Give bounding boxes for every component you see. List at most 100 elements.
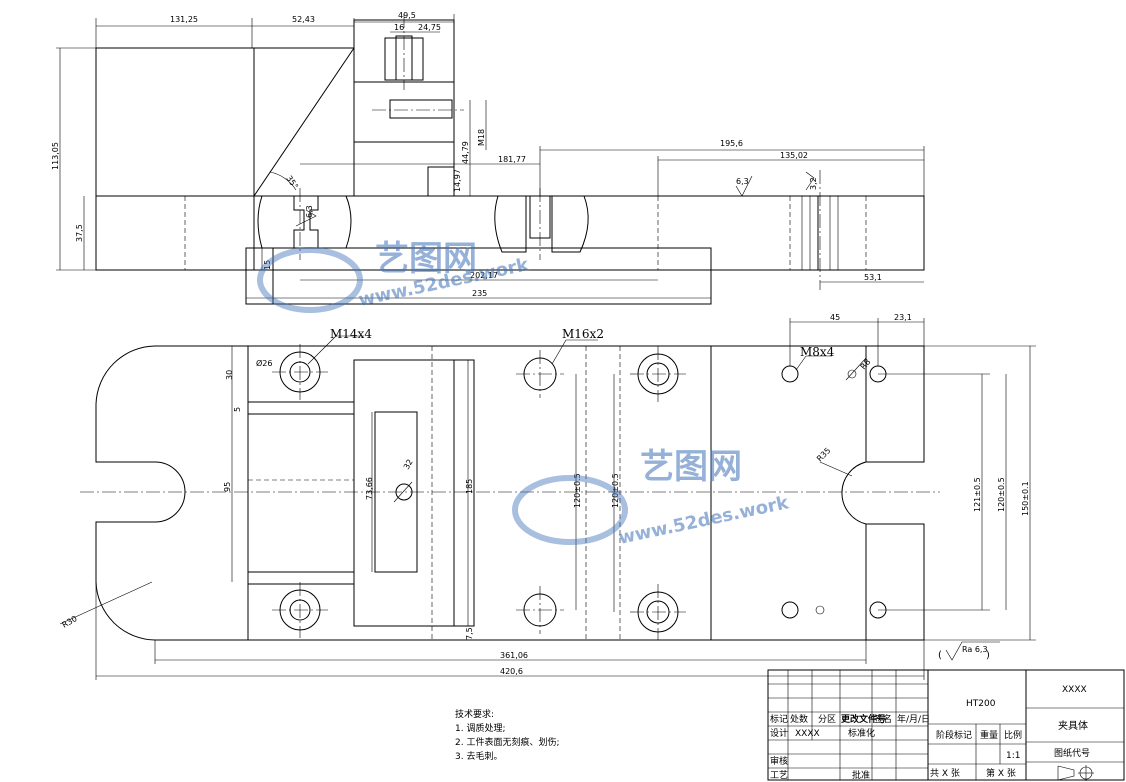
dim-23: 23,1 <box>894 313 912 322</box>
dim-16: 16 <box>394 23 404 32</box>
dim-49: 49,5 <box>398 11 416 20</box>
th-mark: 标记 <box>770 713 788 725</box>
m14-hole <box>272 344 328 400</box>
projection-symbol-icon <box>1057 765 1094 781</box>
front-left-section-b <box>309 195 352 249</box>
tb-scale-value: 1:1 <box>1006 751 1020 761</box>
watermark: 艺图网 www.52des.work <box>512 447 791 549</box>
dim-37: 37,5 <box>75 224 84 242</box>
dim-195: 195,6 <box>720 139 743 148</box>
tb-scale: 比例 <box>1004 729 1022 741</box>
m14-hole <box>272 582 328 638</box>
tech-note-item: 2. 工件表面无刻痕、划伤; <box>455 738 560 748</box>
front-bottom-plate <box>245 247 712 305</box>
front-chamfer-line <box>253 47 355 197</box>
roughness-symbol: 6,3 <box>735 175 753 197</box>
tb-stage: 阶段标记 <box>936 729 972 741</box>
dim-120b: 120±0.5 <box>611 473 620 508</box>
tb-sheets-total: 共 X 张 <box>930 768 960 779</box>
front-view: 131,25 52,43 49,5 16 24,75 113,05 37,5 3… <box>51 11 925 305</box>
tb-weight: 重量 <box>980 729 998 741</box>
th-change-doc: 更改文件号 <box>841 713 886 725</box>
tb-process: 工艺 <box>770 770 788 781</box>
dim-5: 5 <box>233 407 242 412</box>
dim-135: 135,02 <box>780 151 808 160</box>
title-block: 标记 处数 分区 更改文件号 签名 年/月/日 设计 XXXX 标准化 审核 工… <box>767 669 1125 781</box>
technical-notes: 技术要求: 1. 调质处理; 2. 工件表面无刻痕、划伤; 3. 去毛刺。 <box>455 708 559 764</box>
front-mid-section-a <box>494 195 527 253</box>
top-view: M14x4 M16x2 M8x4 Ø26 45 23,1 30 5 95 185… <box>59 313 1036 680</box>
th-zone: 分区 <box>818 714 836 725</box>
dim-24: 24,75 <box>418 23 441 32</box>
general-roughness: ( Ra 6,3 ) <box>938 641 1000 661</box>
dim-120c: 120±0.5 <box>997 477 1006 512</box>
counterbore-hole <box>630 584 686 640</box>
front-tall-block <box>95 47 255 271</box>
tb-company: XXXX <box>1062 685 1087 695</box>
dim-R8: R8 <box>859 357 873 371</box>
top-left-bar <box>247 571 355 585</box>
top-dim-lines <box>95 318 1036 680</box>
dim-26: Ø26 <box>256 358 272 368</box>
m16-hole <box>516 350 564 398</box>
tech-note-item: 3. 去毛刺。 <box>455 752 503 762</box>
dim-53: 53,1 <box>864 273 882 282</box>
tb-designer: XXXX <box>795 729 820 739</box>
roughness-paren-open: ( <box>938 650 942 661</box>
dim-121: 121±0.5 <box>973 477 982 512</box>
tb-review: 审核 <box>770 755 788 767</box>
dim-M18: M18 <box>477 129 486 146</box>
top-leaders <box>59 335 867 625</box>
top-center-boss <box>353 359 475 627</box>
dim-15: 15 <box>263 260 272 270</box>
tech-note-item: 1. 调质处理; <box>455 724 506 734</box>
dim-361: 361,06 <box>500 651 528 660</box>
dim-73: 73,66 <box>365 477 374 500</box>
m8-label: M8x4 <box>800 345 835 359</box>
dim-35deg: 35° <box>284 174 300 191</box>
roughness-value: 6,3 <box>305 205 314 218</box>
counterbore-hole <box>630 346 686 402</box>
roughness-value: 6,3 <box>736 177 749 186</box>
dim-120a: 120±0.5 <box>573 473 582 508</box>
dim-235: 235 <box>472 289 487 298</box>
tb-sheet-no: 第 X 张 <box>986 767 1016 779</box>
dim-44: 44,79 <box>461 141 470 164</box>
front-right-hatch-b <box>829 195 839 271</box>
roughness-paren-close: ) <box>986 650 990 661</box>
dim-202: 202,17 <box>470 271 498 280</box>
dim-150: 150±0.1 <box>1021 481 1030 516</box>
front-left-section-a <box>257 195 305 249</box>
front-boss-slot <box>389 99 453 119</box>
dim-185: 185 <box>465 479 474 494</box>
front-small-step <box>427 166 455 197</box>
dim-14: 14,97 <box>453 169 462 192</box>
th-count: 处数 <box>790 713 808 725</box>
front-dim-lines <box>56 14 925 299</box>
dim-30: 30 <box>225 370 234 380</box>
dim-32: 32 <box>402 458 415 471</box>
watermark-brand: 艺图网 <box>375 239 477 279</box>
dim-95: 95 <box>223 482 232 492</box>
top-left-bar <box>247 401 355 415</box>
th-sign: 签名 <box>874 713 892 725</box>
dim-420: 420,6 <box>500 667 523 676</box>
dim-181: 181,77 <box>498 155 526 164</box>
general-roughness-value: Ra 6,3 <box>962 645 988 654</box>
dim-R35: R35 <box>815 446 833 464</box>
center-pin <box>395 483 413 501</box>
th-date: 年/月/日 <box>897 713 930 725</box>
top-outline <box>95 345 925 641</box>
dim-131: 131,25 <box>170 15 198 24</box>
roughness-value: 3,2 <box>809 177 818 190</box>
dim-52: 52,43 <box>292 15 315 24</box>
watermark: 艺图网 www.52des.work <box>257 239 531 313</box>
front-right-hatch-a <box>801 195 811 271</box>
m14-label: M14x4 <box>330 327 372 341</box>
watermark-brand: 艺图网 <box>640 447 742 487</box>
front-angle-arc <box>269 171 297 191</box>
roughness-symbol: 6,3 <box>295 205 317 227</box>
dim-7: 7,5 <box>465 627 474 640</box>
front-mid-section-b <box>551 195 589 253</box>
